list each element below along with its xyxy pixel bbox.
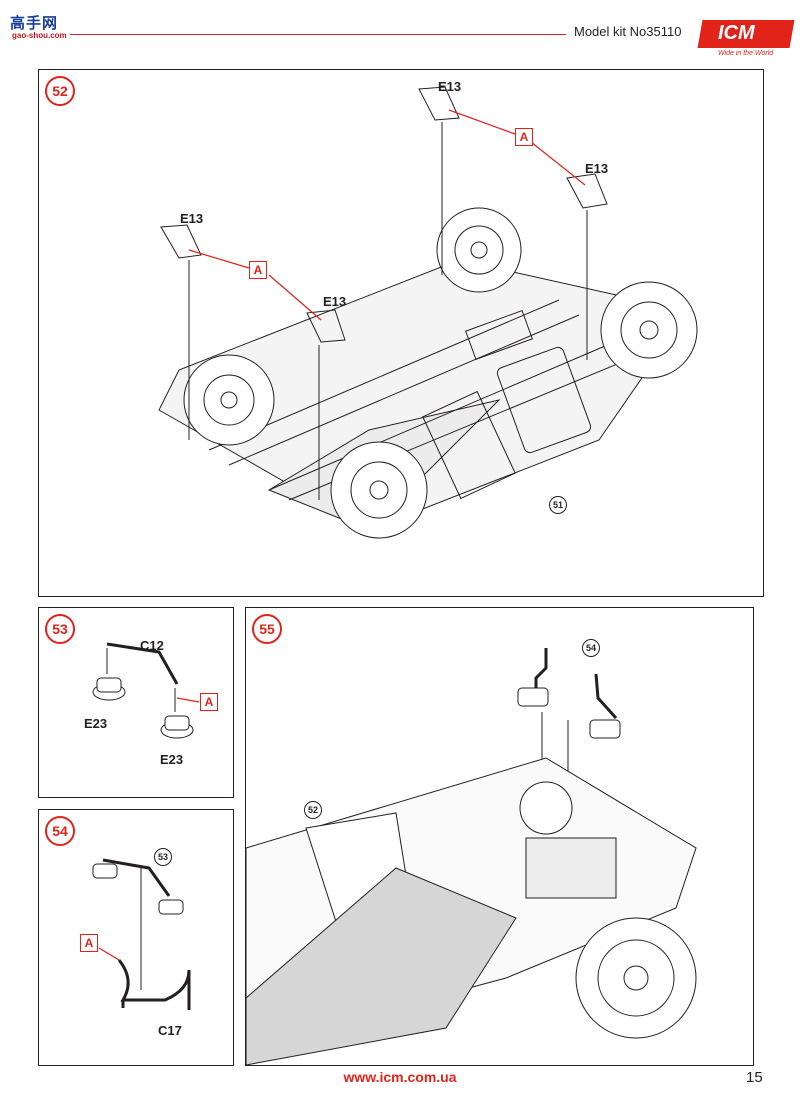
step-55-drawing [246, 648, 697, 1065]
part-label-e13: E13 [180, 211, 204, 226]
page-number: 15 [746, 1069, 763, 1086]
watermark-logo: 高手网 gao-shou.com [4, 6, 74, 40]
part-label-e23: E23 [84, 716, 108, 731]
callout-a: A [200, 693, 218, 711]
icm-logo: ICM Wide in the World [697, 20, 795, 60]
model-kit-number: Model kit No35110 [574, 24, 682, 39]
step-reference-badge: 51 [549, 496, 567, 514]
step-52-panel: 52 E13 E13 E13 E13 A A 51 [38, 69, 764, 597]
step-number-badge: 54 [45, 816, 75, 846]
step-54-panel: 54 53 A C17 [38, 809, 234, 1066]
part-label-c17: C17 [158, 1023, 182, 1038]
step-number-badge: 55 [252, 614, 282, 644]
step-53-drawing [92, 642, 200, 739]
step-52-drawing [158, 86, 698, 539]
callout-a: A [515, 128, 533, 146]
part-label-c12: C12 [140, 638, 164, 653]
logo-text: ICM [718, 22, 755, 44]
part-label-e13: E13 [585, 161, 609, 176]
part-label-e13: E13 [438, 79, 462, 94]
step-number-badge: 53 [45, 614, 75, 644]
part-label-e23: E23 [160, 752, 184, 767]
footer-website[interactable]: www.icm.com.ua [343, 1069, 457, 1085]
step-53-panel: 53 C12 E23 E23 A [38, 607, 234, 798]
step-reference-badge: 54 [582, 639, 600, 657]
step-54-drawing [92, 858, 191, 1010]
step-55-panel: 55 54 52 [245, 607, 754, 1066]
wheel-front-left [183, 354, 275, 446]
step-number-badge: 52 [45, 76, 75, 106]
watermark-subtext: gao-shou.com [12, 31, 67, 40]
part-label-e13: E13 [323, 294, 347, 309]
callout-a: A [80, 934, 98, 952]
watermark-text: 高手网 [10, 15, 59, 32]
header-rule [70, 34, 566, 35]
logo-tagline: Wide in the World [718, 50, 774, 57]
step-reference-badge: 52 [304, 801, 322, 819]
step-reference-badge: 53 [154, 848, 172, 866]
callout-a: A [249, 261, 267, 279]
